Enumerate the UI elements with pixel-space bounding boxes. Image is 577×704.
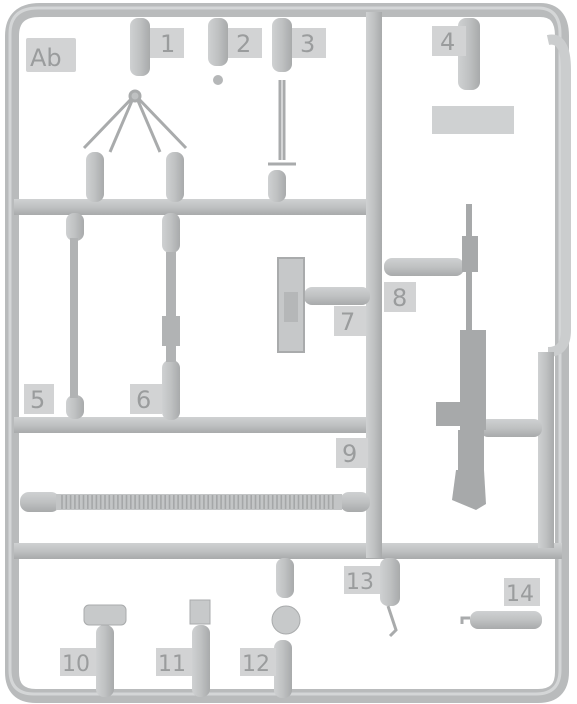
bar-h3 [14,543,562,559]
part-label-14: 14 [506,582,534,607]
gates [66,18,480,698]
part-label-13: 13 [346,570,374,595]
part-8-machine-gun [436,204,486,510]
part-3-bipod [268,80,296,166]
bar-v-right [538,352,554,548]
part-label-7: 7 [340,308,355,336]
part-5-rod [70,238,78,398]
part-10 [83,604,127,626]
part-13 [386,605,398,638]
part-labels: 1 2 3 4 5 6 7 8 9 10 11 12 13 14 [30,28,534,677]
part-6 [162,252,180,362]
part-9-ammo-belt [56,494,342,510]
part-label-9: 9 [342,440,357,468]
part-label-8: 8 [392,284,407,312]
part-label-4: 4 [440,28,455,56]
part-11 [189,599,211,625]
part-4-block [432,106,514,134]
label-tabs [24,26,540,676]
part-label-6: 6 [136,386,151,414]
part-2 [213,75,223,85]
part-label-12: 12 [242,652,270,677]
part-14 [460,616,470,624]
part-label-2: 2 [236,30,251,58]
part-label-11: 11 [158,652,186,677]
bar-h1 [14,199,374,215]
sprue-code: Ab [30,44,62,72]
part-label-10: 10 [62,652,90,677]
frame-corner-ridge [546,34,571,357]
bar-v1 [366,12,382,558]
part-label-5: 5 [30,386,45,414]
part-label-1: 1 [160,30,175,58]
part-1-sling [82,89,188,153]
side-gates [20,258,542,629]
part-12 [271,605,301,635]
part-label-3: 3 [300,30,315,58]
part-7 [277,257,305,353]
bar-h2 [14,417,374,433]
